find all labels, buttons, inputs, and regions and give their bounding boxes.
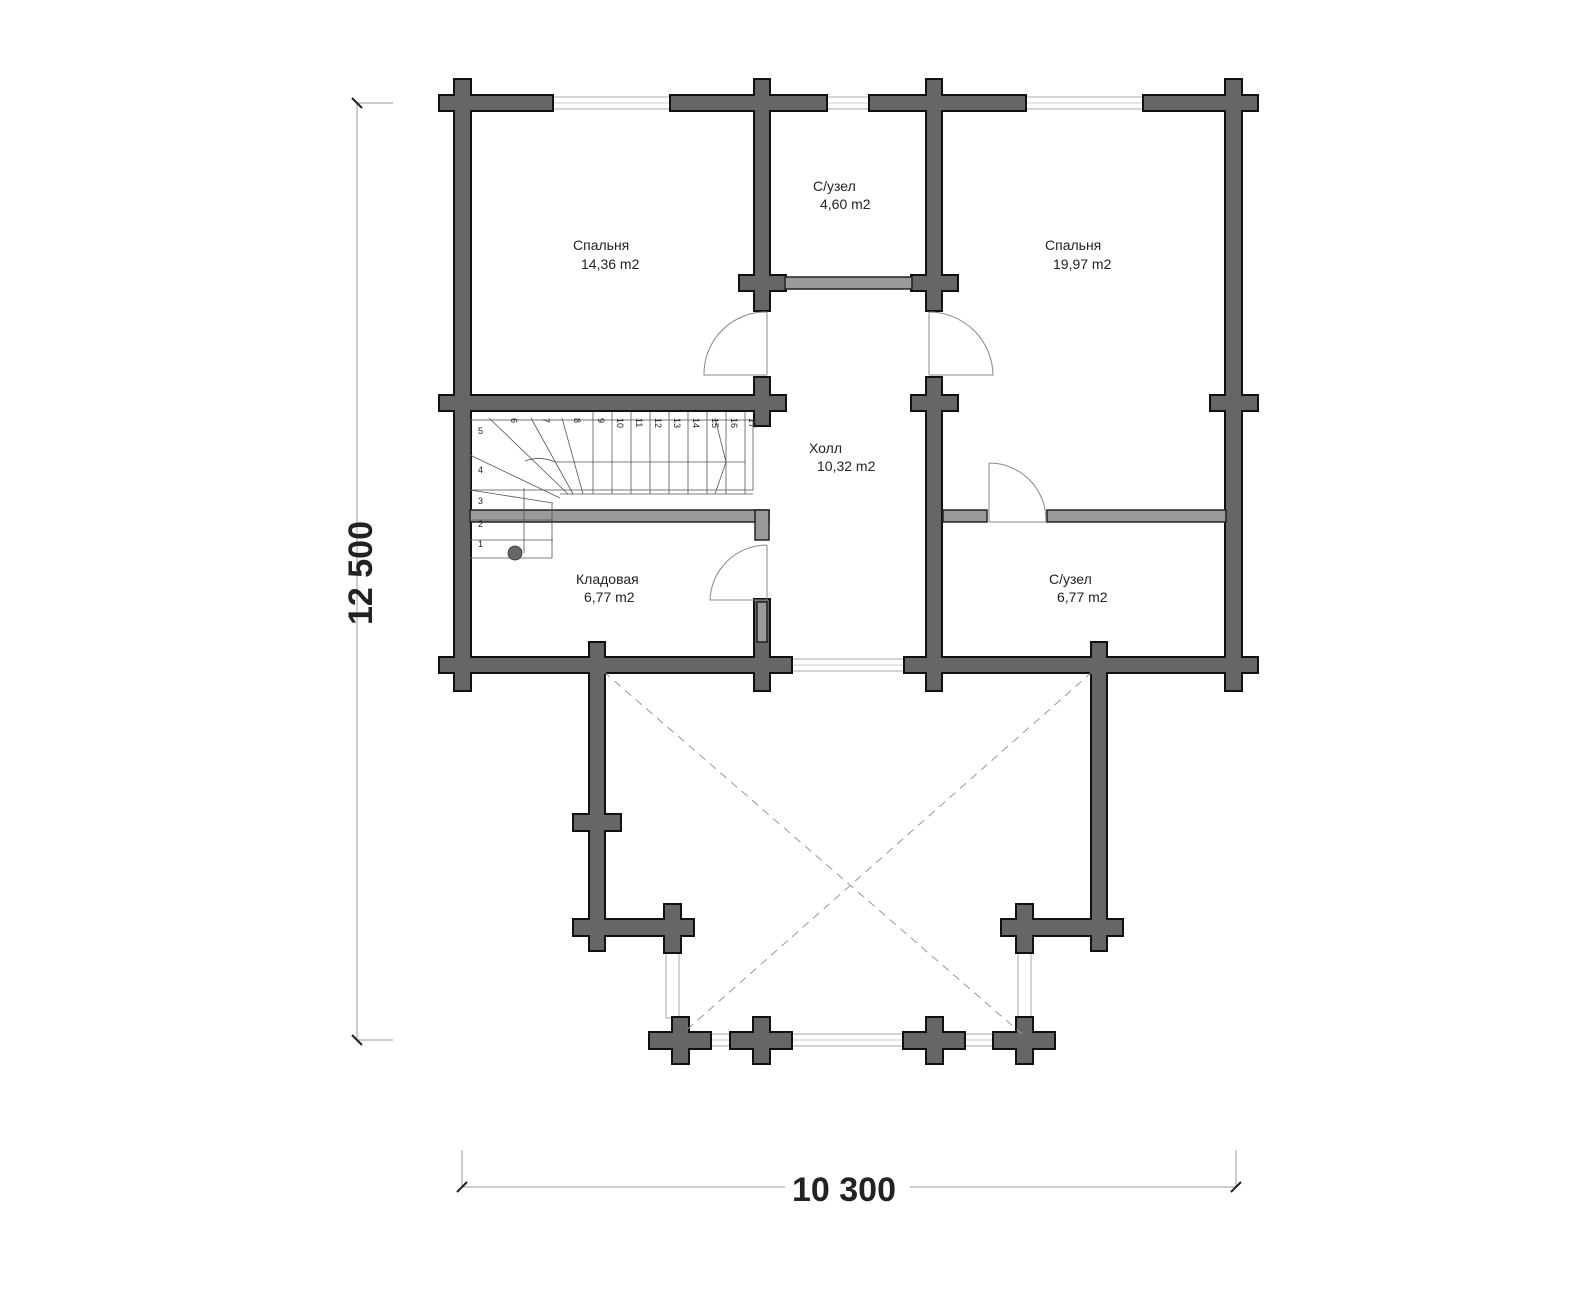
dimension-height-label: 12 500 bbox=[342, 521, 380, 625]
wall bbox=[455, 80, 470, 690]
wall bbox=[1092, 643, 1106, 950]
stair-step-number: 1 bbox=[478, 539, 483, 549]
room-bedroom-1-area: 14,36 m2 bbox=[581, 256, 640, 272]
wall bbox=[574, 815, 620, 830]
stair-step-number: 12 bbox=[653, 418, 663, 428]
partition-wall bbox=[784, 276, 913, 290]
door bbox=[928, 311, 994, 376]
wall bbox=[440, 658, 791, 672]
room-storage-name: Кладовая bbox=[576, 571, 639, 587]
stair-step-number: 2 bbox=[478, 519, 483, 529]
wall bbox=[754, 1018, 769, 1063]
room-bath-2-area: 6,77 m2 bbox=[1057, 589, 1108, 605]
wall bbox=[673, 1018, 688, 1063]
stair-step-number: 5 bbox=[478, 426, 483, 436]
wall bbox=[927, 378, 941, 690]
stair-step-number: 13 bbox=[672, 418, 682, 428]
wall bbox=[1017, 1018, 1032, 1063]
stair-post bbox=[507, 545, 523, 561]
wall bbox=[1226, 80, 1241, 690]
wall bbox=[1211, 396, 1257, 410]
stair-step-number: 8 bbox=[572, 418, 582, 423]
partition-wall bbox=[754, 509, 770, 541]
porch-diagonals bbox=[603, 671, 1093, 1035]
wall bbox=[665, 905, 680, 952]
room-bedroom-2-name: Спальня bbox=[1045, 237, 1101, 253]
wall bbox=[1211, 658, 1257, 672]
wall bbox=[740, 276, 785, 290]
window bbox=[665, 951, 680, 1019]
stair-step-number: 14 bbox=[691, 418, 701, 428]
partitions bbox=[469, 276, 1227, 643]
door bbox=[703, 311, 768, 376]
room-bath-1-name: С/узел bbox=[813, 178, 856, 194]
walls-outline bbox=[438, 78, 1259, 1065]
room-storage-area: 6,77 m2 bbox=[584, 589, 635, 605]
wall bbox=[755, 378, 769, 425]
partition-wall bbox=[942, 509, 988, 523]
dimension-width-label: 10 300 bbox=[792, 1171, 896, 1209]
stair-step-number: 4 bbox=[478, 465, 483, 475]
room-bath-2-name: С/узел bbox=[1049, 571, 1092, 587]
wall bbox=[927, 1018, 942, 1063]
window bbox=[1017, 951, 1032, 1019]
walls bbox=[440, 80, 1257, 1063]
wall bbox=[912, 276, 957, 290]
wall bbox=[1017, 905, 1032, 952]
wall bbox=[440, 396, 785, 410]
room-bedroom-1-name: Спальня bbox=[573, 237, 629, 253]
door bbox=[988, 462, 1047, 523]
wall bbox=[755, 80, 769, 310]
room-bedroom-2-area: 19,97 m2 bbox=[1053, 256, 1112, 272]
partition-wall bbox=[756, 601, 768, 643]
partition-wall bbox=[1046, 509, 1227, 523]
stair-step-number: 11 bbox=[634, 418, 644, 427]
wall bbox=[870, 96, 1025, 110]
room-bath-1-area: 4,60 m2 bbox=[820, 196, 871, 212]
stair-step-number: 15 bbox=[710, 418, 720, 428]
dimension-vertical bbox=[351, 97, 393, 1046]
wall bbox=[905, 658, 1257, 672]
wall bbox=[590, 643, 604, 950]
stair-outline bbox=[469, 419, 754, 491]
stair-step-number: 10 bbox=[615, 418, 625, 428]
wall bbox=[574, 920, 693, 935]
room-hall-name: Холл bbox=[809, 440, 842, 456]
stair-step-number: 16 bbox=[729, 418, 739, 428]
stair-step-number: 9 bbox=[596, 418, 606, 423]
door bbox=[709, 544, 768, 601]
stair-step-number: 6 bbox=[509, 418, 519, 423]
room-hall-area: 10,32 m2 bbox=[817, 458, 876, 474]
wall bbox=[927, 80, 941, 310]
stair-step-number: 7 bbox=[541, 418, 551, 423]
dimension-width-bg bbox=[785, 1170, 910, 1204]
stair-step-number: 3 bbox=[478, 496, 483, 506]
wall bbox=[671, 96, 826, 110]
doors bbox=[703, 311, 1047, 601]
stair-step-number: 17 bbox=[747, 418, 757, 428]
